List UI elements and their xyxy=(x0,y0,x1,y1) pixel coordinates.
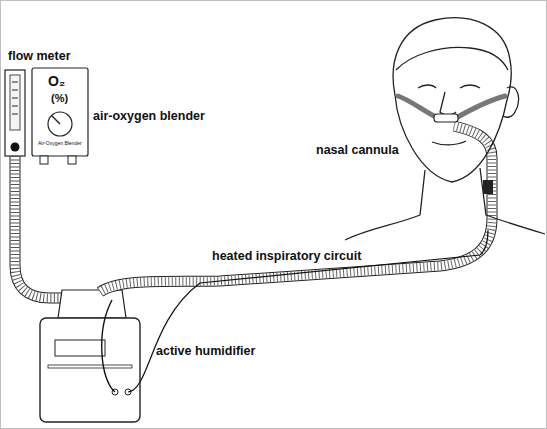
dial-unit: (%) xyxy=(51,92,68,104)
dial-symbol: O₂ xyxy=(48,74,65,89)
part-label: active humidifier xyxy=(156,345,255,359)
device-marking: Air-Oxygen Blender xyxy=(38,141,82,147)
part-label: air-oxygen blender xyxy=(93,110,205,124)
part-label: nasal cannula xyxy=(316,144,399,158)
part-label: heated inspiratory circuit xyxy=(212,250,361,264)
part-label: flow meter xyxy=(8,50,71,64)
